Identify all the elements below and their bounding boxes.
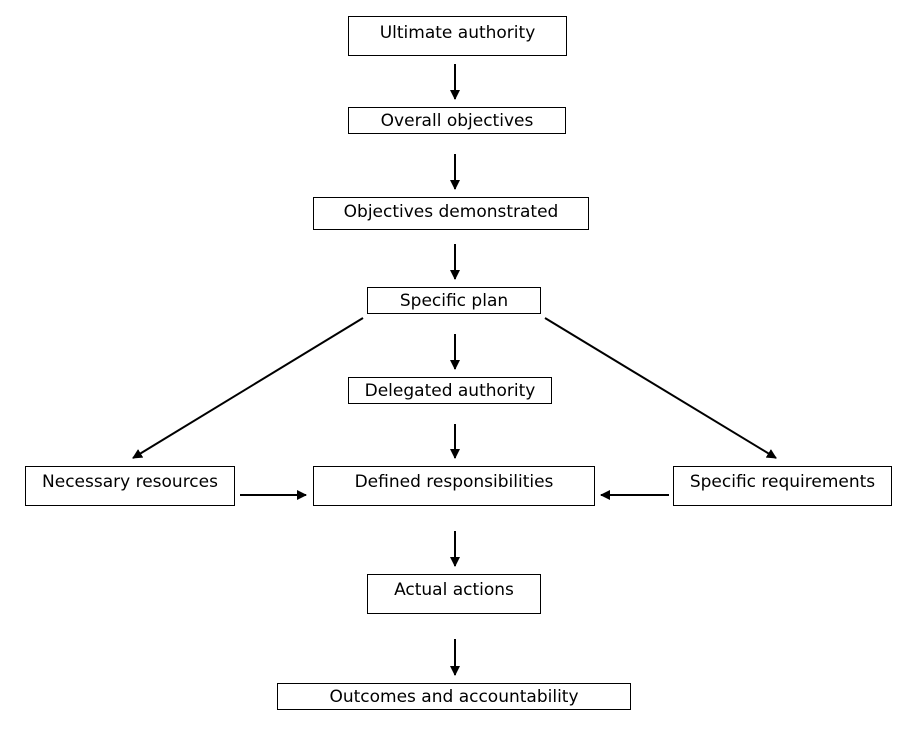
node-label: Specific requirements [689,472,876,492]
node-delegated-authority: Delegated authority [348,377,552,404]
node-label: Ultimate authority [379,23,536,43]
node-overall-objectives: Overall objectives [348,107,566,134]
node-outcomes-and-accountability: Outcomes and accountability [277,683,631,710]
node-necessary-resources: Necessary resources [25,466,235,506]
node-specific-plan: Specific plan [367,287,541,314]
node-objectives-demonstrated: Objectives demonstrated [313,197,589,230]
node-ultimate-authority: Ultimate authority [348,16,567,56]
node-label: Defined responsibilities [354,472,554,492]
node-actual-actions: Actual actions [367,574,541,614]
node-label: Specific plan [399,291,509,311]
node-label: Necessary resources [42,472,218,492]
arrow-plan-to-resources [132,317,364,459]
node-label: Actual actions [394,580,514,600]
node-label: Delegated authority [364,381,536,401]
node-label: Outcomes and accountability [329,687,579,707]
node-label: Overall objectives [380,111,534,131]
arrow-plan-to-requirements [544,317,777,459]
node-label: Objectives demonstrated [343,202,559,222]
node-defined-responsibilities: Defined responsibilities [313,466,595,506]
node-specific-requirements: Specific requirements [673,466,892,506]
